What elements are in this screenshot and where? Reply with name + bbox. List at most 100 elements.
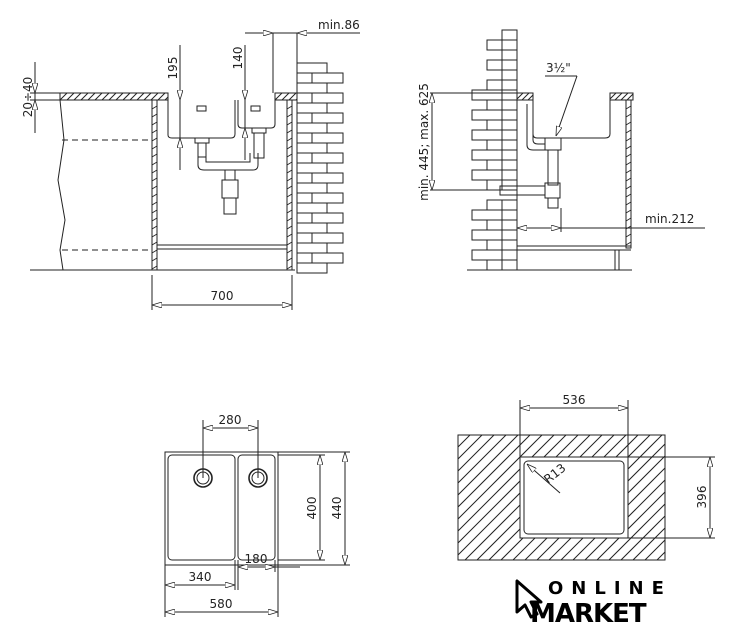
wall-hatch xyxy=(286,185,293,190)
hatch-line xyxy=(527,94,534,101)
hatch-line xyxy=(108,92,117,101)
cabinet-wall xyxy=(625,99,632,249)
wall-hatch xyxy=(286,105,293,110)
hatch-line xyxy=(632,527,666,561)
logo-line1: ONLINE xyxy=(548,578,672,599)
wall-hatch xyxy=(151,113,158,118)
hatch-line xyxy=(457,434,531,508)
dim-total-width: 580 xyxy=(210,597,233,611)
wall-hatch xyxy=(151,249,158,254)
brick xyxy=(471,129,518,141)
hatch-line xyxy=(614,92,623,101)
wall-hatch xyxy=(286,113,293,118)
hatch-line xyxy=(115,92,124,101)
wall-hatch xyxy=(286,169,293,174)
hatch-line xyxy=(516,92,524,100)
brick xyxy=(296,262,328,274)
sink-outline xyxy=(164,451,279,566)
wall-hatch xyxy=(151,257,158,262)
dim-cutout-width: 536 xyxy=(563,393,586,407)
hatch-line xyxy=(66,92,75,101)
top-view: 280 400 440 180 340 580 xyxy=(164,413,350,617)
dim-small-bowl: 180 xyxy=(245,552,268,566)
wall-hatch xyxy=(625,185,632,190)
wall-hatch xyxy=(625,105,632,110)
wall-hatch xyxy=(151,185,158,190)
wall-hatch xyxy=(625,209,632,214)
cutout-view: R13 536 396 xyxy=(457,393,715,561)
countertop xyxy=(59,92,298,101)
brick xyxy=(296,82,328,94)
hatch-line xyxy=(129,92,138,101)
brick xyxy=(296,72,344,84)
hatch-line xyxy=(94,92,103,101)
hatch-line xyxy=(59,92,68,101)
countertop xyxy=(516,92,634,101)
hatch-line xyxy=(457,434,495,472)
wall-hatch xyxy=(151,129,158,134)
hatch-line xyxy=(288,92,297,101)
brick xyxy=(296,192,344,204)
brick xyxy=(501,49,518,61)
wall-hatch xyxy=(151,121,158,126)
wall-hatch xyxy=(625,201,632,206)
wall-hatch xyxy=(151,201,158,206)
wall-hatch xyxy=(625,217,632,222)
hatch-line xyxy=(608,503,666,561)
wall-hatch xyxy=(625,153,632,158)
front-view: 700 min.86 195 140 20÷40 xyxy=(21,18,360,310)
wall-hatch xyxy=(625,193,632,198)
hatch-line xyxy=(644,539,666,561)
hatch-line xyxy=(457,434,555,532)
countertop-hatch xyxy=(457,434,666,561)
wall-hatch xyxy=(625,225,632,230)
cabinet-left-wall xyxy=(151,99,158,271)
wall-hatch xyxy=(286,241,293,246)
hatch-line xyxy=(143,92,152,101)
brick xyxy=(296,242,328,254)
wall-hatch xyxy=(625,137,632,142)
wall-hatch xyxy=(151,145,158,150)
hatch-line xyxy=(457,434,543,520)
dim-width-700: 700 xyxy=(211,289,234,303)
wall-hatch xyxy=(151,177,158,182)
brick xyxy=(296,112,344,124)
brick xyxy=(501,29,518,41)
wall-hatch xyxy=(151,169,158,174)
dim-depth-140: 140 xyxy=(231,47,245,70)
wall-hatch xyxy=(151,193,158,198)
hatch-line xyxy=(87,92,96,101)
small-bowl xyxy=(237,454,276,561)
brick xyxy=(471,249,518,261)
brick xyxy=(471,169,518,181)
hatch-line xyxy=(596,491,666,561)
large-bowl xyxy=(167,454,236,561)
brick xyxy=(296,152,344,164)
wall-hatch xyxy=(286,153,293,158)
brick xyxy=(296,202,328,214)
hatch-line xyxy=(80,92,89,101)
wall-hatch xyxy=(286,177,293,182)
hatch-line xyxy=(457,434,483,460)
wall-hatch xyxy=(286,137,293,142)
dim-countertop-thickness: 20÷40 xyxy=(21,77,35,118)
brick xyxy=(296,142,328,154)
hatch-line xyxy=(620,92,629,101)
brick xyxy=(296,102,328,114)
cursor-icon xyxy=(515,579,543,619)
wall-hatch xyxy=(151,217,158,222)
wall-hatch xyxy=(286,225,293,230)
hatch-line xyxy=(521,92,530,101)
wall-hatch xyxy=(286,121,293,126)
wall-hatch xyxy=(151,161,158,166)
brick xyxy=(471,89,518,101)
cutout-opening xyxy=(519,456,629,539)
wall-hatch xyxy=(286,129,293,134)
hatch-line xyxy=(122,92,131,101)
wall-hatch xyxy=(625,241,632,246)
wall-hatch xyxy=(625,161,632,166)
hatch-line xyxy=(136,92,145,101)
hatch-line xyxy=(101,92,110,101)
hatch-line xyxy=(609,92,617,100)
wall-hatch xyxy=(286,257,293,262)
